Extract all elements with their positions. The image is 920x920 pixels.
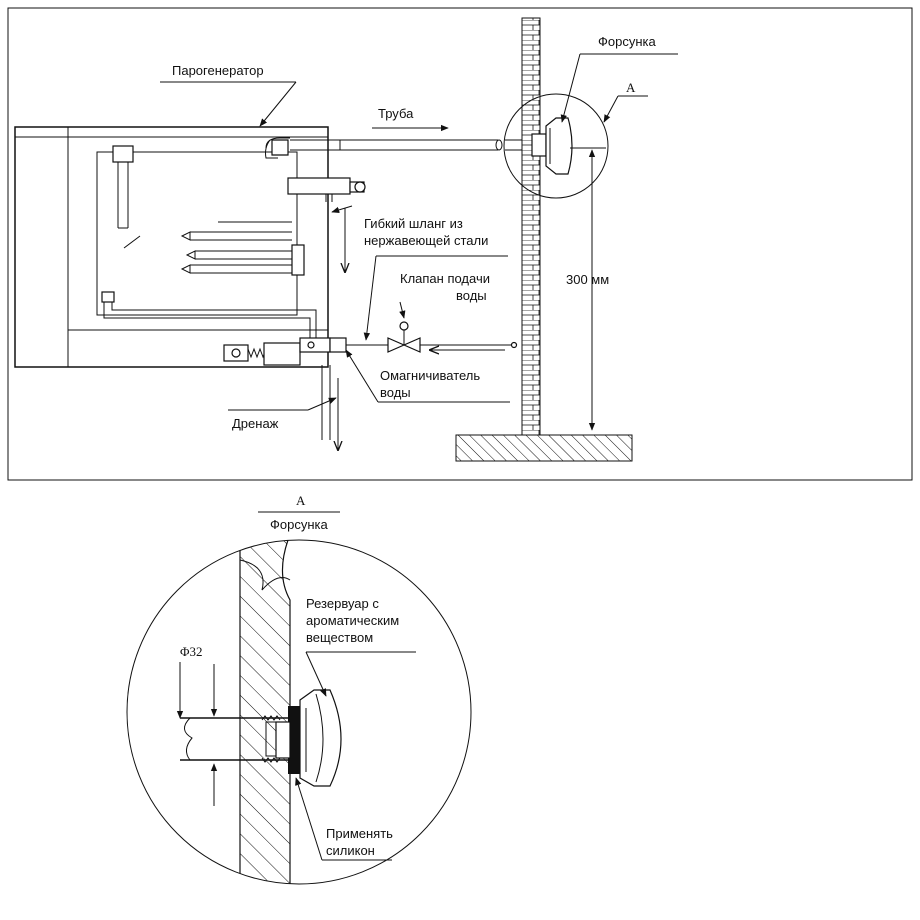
- steam-pipe: [290, 139, 532, 151]
- drain-label: Дренаж: [232, 416, 279, 431]
- magnetizer-label-line2: воды: [380, 385, 411, 400]
- heating-elements: [180, 221, 305, 276]
- reservoir-label-line2: ароматическим: [306, 613, 399, 628]
- detail-view: A Форсунка: [126, 493, 472, 885]
- leader-lines: [160, 53, 678, 411]
- wall: [521, 17, 541, 436]
- silicone-label-line1: Применять: [326, 826, 393, 841]
- installation-view: Парогенератор Труба Форсунка A Гибкий шл…: [7, 7, 913, 481]
- reservoir-label-line1: Резервуар с: [306, 596, 379, 611]
- detail-title: Форсунка: [270, 517, 328, 532]
- silicone-label-line2: силикон: [326, 843, 375, 858]
- valve-label-line1: Клапан подачи: [400, 271, 490, 286]
- hose-label-line2: нержавеющей стали: [364, 233, 488, 248]
- magnetizer-label-line1: Омагничиватель: [380, 368, 480, 383]
- height-label: 300 мм: [566, 272, 609, 287]
- nozzle-label: Форсунка: [598, 34, 656, 49]
- water-supply-line: [346, 321, 518, 352]
- top-frame: [7, 7, 913, 481]
- steam-generator: [14, 126, 366, 450]
- wall-section: [239, 540, 291, 884]
- detail-circle: [126, 539, 472, 885]
- height-dimension: [570, 147, 606, 431]
- detail-leader-lines: [295, 651, 416, 861]
- pipe-label: Труба: [378, 106, 414, 121]
- valve-label-line2: воды: [456, 288, 487, 303]
- section-mark-top: A: [626, 80, 636, 95]
- section-mark-detail: A: [296, 493, 306, 508]
- diameter-label: Φ32: [180, 644, 203, 659]
- nozzle: [503, 93, 609, 199]
- floor: [455, 434, 633, 462]
- steam-generator-label: Парогенератор: [172, 63, 264, 78]
- hose-label-line1: Гибкий шланг из: [364, 216, 463, 231]
- detail-nozzle: [275, 689, 342, 787]
- reservoir-label-line3: веществом: [306, 630, 373, 645]
- diameter-dimension: [176, 662, 292, 806]
